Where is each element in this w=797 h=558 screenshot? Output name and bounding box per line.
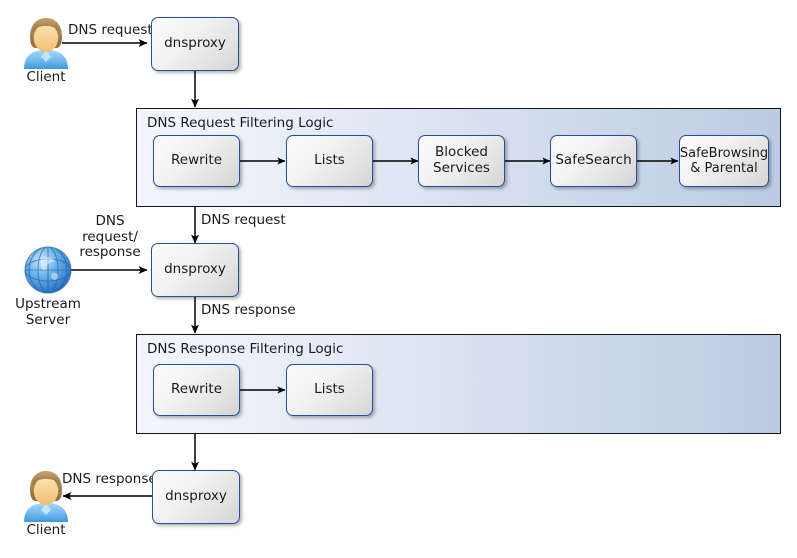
request-panel-title: DNS Request Filtering Logic — [147, 115, 334, 131]
response-panel-title: DNS Response Filtering Logic — [147, 341, 344, 357]
stage-safebrowsing-parental[interactable]: SafeBrowsing & Parental — [679, 135, 769, 187]
stage-lists-response[interactable]: Lists — [286, 364, 373, 416]
stage-lists-request[interactable]: Lists — [286, 135, 373, 187]
upstream-server-icon-wrap — [21, 243, 75, 301]
user-avatar-icon — [24, 18, 68, 69]
stage-rewrite-response[interactable]: Rewrite — [153, 364, 240, 416]
avatar — [21, 17, 71, 73]
user-avatar-icon — [24, 471, 68, 522]
avatar-bottom — [21, 470, 71, 526]
client-bottom-caption: Client — [26, 522, 66, 538]
stage-blocked-services[interactable]: Blocked Services — [418, 135, 505, 187]
dnsproxy-top[interactable]: dnsproxy — [151, 17, 239, 71]
edge-label-proxy-to-client: DNS response — [62, 471, 157, 487]
dnsproxy-bottom[interactable]: dnsproxy — [152, 470, 240, 524]
stage-safesearch[interactable]: SafeSearch — [550, 135, 637, 187]
client-top-caption: Client — [26, 69, 66, 85]
dns-response-filtering-panel: DNS Response Filtering Logic — [136, 334, 781, 434]
stage-rewrite-request[interactable]: Rewrite — [153, 135, 240, 187]
edge-label-proxy-to-request-panel: DNS request — [201, 212, 286, 228]
edge-label-upstream-exchange: DNS request/ response — [79, 213, 141, 261]
edge-label-client-to-proxy: DNS request — [68, 22, 153, 38]
upstream-server-caption: Upstream Server — [15, 296, 81, 328]
edge-label-proxy-to-response-panel: DNS response — [201, 302, 296, 318]
globe-icon — [24, 246, 72, 294]
dnsproxy-middle[interactable]: dnsproxy — [151, 243, 239, 297]
